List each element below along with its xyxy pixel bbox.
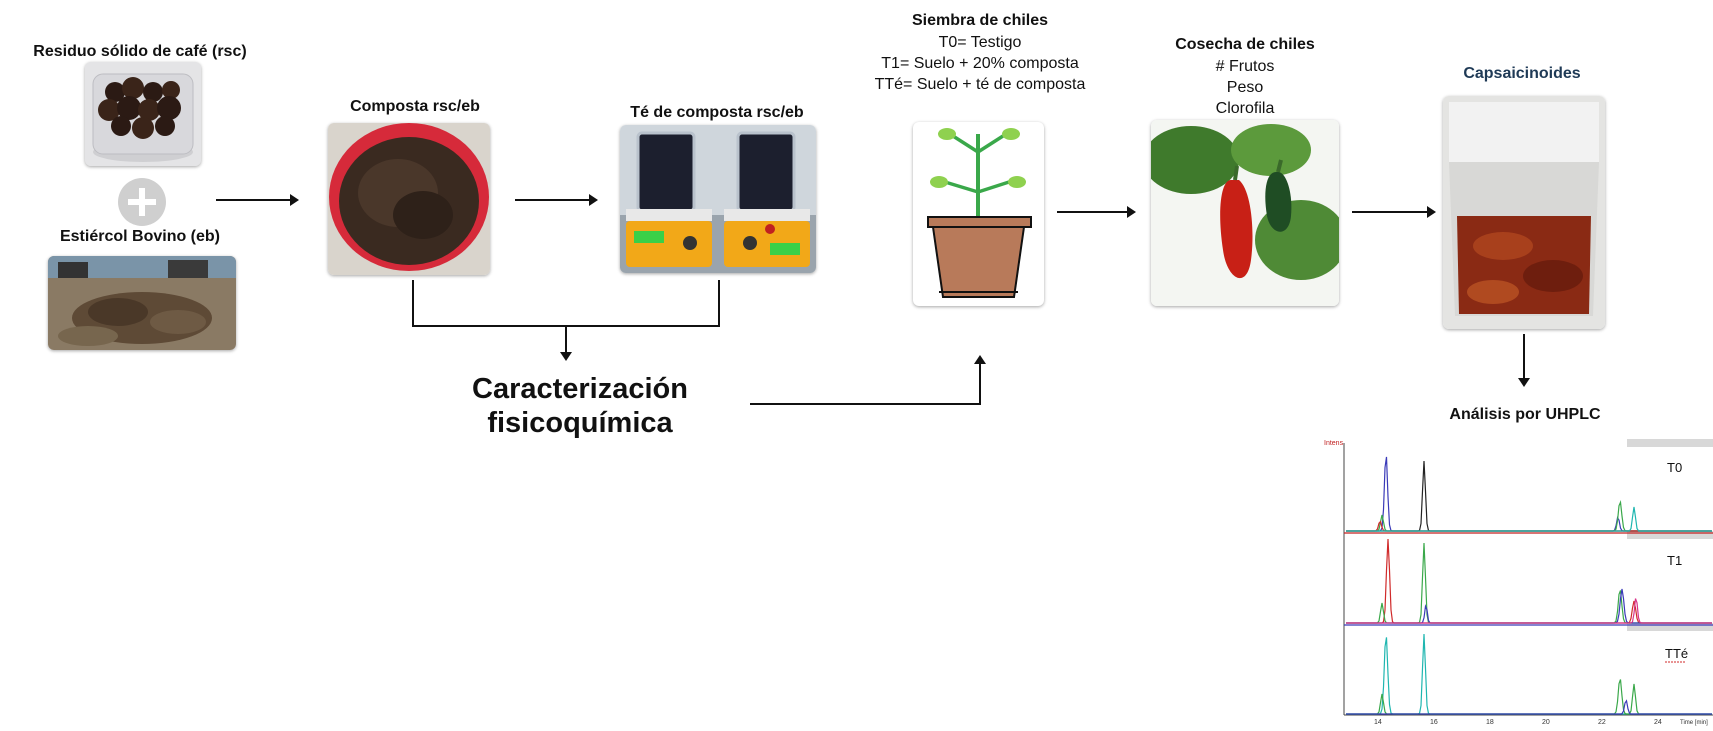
x-tick-22: 22 bbox=[1598, 719, 1606, 726]
bracket-left bbox=[412, 280, 414, 326]
x-tick-14: 14 bbox=[1374, 719, 1382, 726]
harvest-title: Cosecha de chiles bbox=[1175, 36, 1315, 53]
arrow-inputs-to-compost bbox=[216, 199, 296, 201]
harvest-metric-weight: Peso bbox=[1226, 79, 1264, 96]
trace-t0-red bbox=[1346, 520, 1712, 532]
trace-t2-blue bbox=[1346, 699, 1712, 715]
treatment-t1: T1= Suelo + 20% composta bbox=[881, 55, 1079, 72]
cattle-manure-photo bbox=[48, 256, 236, 350]
compost-tea-image bbox=[620, 125, 816, 273]
trace-t0-cyan bbox=[1346, 506, 1712, 532]
arrow-harvest-to-capsaicinoids bbox=[1352, 211, 1429, 213]
extract-jar-image bbox=[1443, 96, 1605, 329]
treatment-t0: T0= Testigo bbox=[938, 34, 1022, 51]
sowing-title: Siembra de chiles bbox=[911, 12, 1049, 29]
chili-harvest-photo bbox=[1151, 120, 1339, 306]
potted-plant-icon bbox=[927, 128, 1032, 298]
arrow-capsaicinoids-to-uhplc bbox=[1523, 334, 1525, 380]
trace-t2-cyan bbox=[1346, 633, 1712, 715]
plant-pot-illustration bbox=[913, 122, 1044, 306]
compost-tea-photo bbox=[620, 125, 816, 273]
arrow-characterization-to-sowing bbox=[750, 403, 981, 405]
bracket-bottom bbox=[412, 325, 720, 327]
characterization-title: Caracterización fisicoquímica bbox=[440, 372, 720, 440]
arrow-compost-to-tea bbox=[515, 199, 595, 201]
trace-t0-green bbox=[1346, 499, 1712, 532]
chili-image bbox=[1151, 120, 1339, 306]
trace-t1-blue bbox=[1346, 588, 1712, 624]
compost-photo bbox=[328, 123, 490, 275]
trace-t1-green bbox=[1346, 542, 1712, 624]
harvest-metric-fruits: # Frutos bbox=[1215, 58, 1275, 75]
arrow-sowing-to-harvest bbox=[1057, 211, 1129, 213]
x-tick-18: 18 bbox=[1486, 719, 1494, 726]
x-tick-20: 20 bbox=[1542, 719, 1550, 726]
trace-t1-pink bbox=[1346, 598, 1712, 624]
manure-image bbox=[48, 256, 236, 350]
coffee-residue-photo bbox=[85, 62, 201, 166]
trace-t2-green bbox=[1346, 679, 1712, 715]
compost-tea-label: Té de composta rsc/eb bbox=[630, 104, 804, 121]
trace-t1-red bbox=[1346, 538, 1712, 624]
uhplc-label: Análisis por UHPLC bbox=[1449, 406, 1601, 423]
chromatogram-svg: Intens. T0 T1 TTé 14 16 18 20 22 24 Time… bbox=[1324, 439, 1713, 726]
x-axis-unit: Time [min] bbox=[1680, 720, 1708, 726]
x-tick-24: 24 bbox=[1654, 719, 1662, 726]
plus-icon bbox=[118, 178, 166, 226]
intensity-axis-label: Intens. bbox=[1324, 440, 1345, 447]
capsaicinoids-jar-photo bbox=[1443, 96, 1605, 329]
panel-label-t0: T0 bbox=[1667, 460, 1682, 475]
arrow-to-characterization bbox=[565, 327, 567, 355]
treatment-tte: TTé= Suelo + té de composta bbox=[874, 76, 1086, 93]
cattle-manure-label: Estiércol Bovino (eb) bbox=[59, 228, 221, 245]
uhplc-chromatogram: Intens. T0 T1 TTé 14 16 18 20 22 24 Time… bbox=[1322, 437, 1713, 726]
harvest-metric-chlorophyll: Clorofila bbox=[1215, 100, 1275, 117]
panel-label-t1: T1 bbox=[1667, 553, 1682, 568]
trace-t0-black bbox=[1346, 460, 1712, 532]
capsaicinoids-label: Capsaicinoides bbox=[1463, 65, 1581, 82]
characterization-line2: fisicoquímica bbox=[487, 407, 673, 439]
x-tick-16: 16 bbox=[1430, 719, 1438, 726]
coffee-residue-label: Residuo sólido de café (rsc) bbox=[33, 43, 247, 60]
panel-label-tte: TTé bbox=[1665, 646, 1688, 661]
coffee-residue-image bbox=[85, 62, 201, 166]
compost-label: Composta rsc/eb bbox=[350, 98, 480, 115]
trace-t0-blue bbox=[1346, 456, 1712, 532]
compost-image bbox=[328, 123, 490, 275]
bracket-right bbox=[718, 280, 720, 326]
characterization-line1: Caracterización bbox=[472, 373, 688, 405]
